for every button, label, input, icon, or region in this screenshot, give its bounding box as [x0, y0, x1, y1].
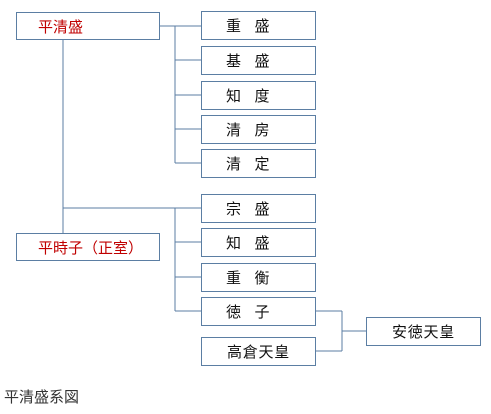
grandchild-name: 安徳天皇 [391, 323, 455, 341]
child-box: 知度 [201, 81, 316, 110]
child-box: 基盛 [201, 46, 316, 75]
child-box: 宗盛 [201, 194, 316, 223]
child-name: 徳子 [226, 303, 284, 321]
child-name: 清房 [226, 121, 284, 139]
child-box: 重衡 [201, 263, 316, 292]
child-box: 知盛 [201, 228, 316, 257]
child-name: 清定 [226, 155, 284, 173]
child-name: 基盛 [226, 52, 284, 70]
spouse-name: 高倉天皇 [226, 343, 290, 361]
child-box: 重盛 [201, 11, 316, 40]
child-box: 清定 [201, 149, 316, 178]
diagram-caption: 平清盛系図 [4, 388, 80, 406]
child-box: 清房 [201, 115, 316, 144]
child-name: 重盛 [226, 17, 284, 35]
child-name: 知盛 [226, 234, 284, 252]
mother-name: 平時子（正室） [38, 238, 144, 257]
father-box: 平清盛 [16, 12, 160, 40]
child-name: 重衡 [226, 269, 284, 287]
grandchild-box: 安徳天皇 [366, 317, 481, 346]
spouse-box: 高倉天皇 [201, 337, 316, 366]
child-name: 宗盛 [226, 200, 284, 218]
child-box: 徳子 [201, 297, 316, 326]
mother-box: 平時子（正室） [16, 233, 160, 261]
child-name: 知度 [226, 87, 284, 105]
father-name: 平清盛 [38, 17, 84, 36]
